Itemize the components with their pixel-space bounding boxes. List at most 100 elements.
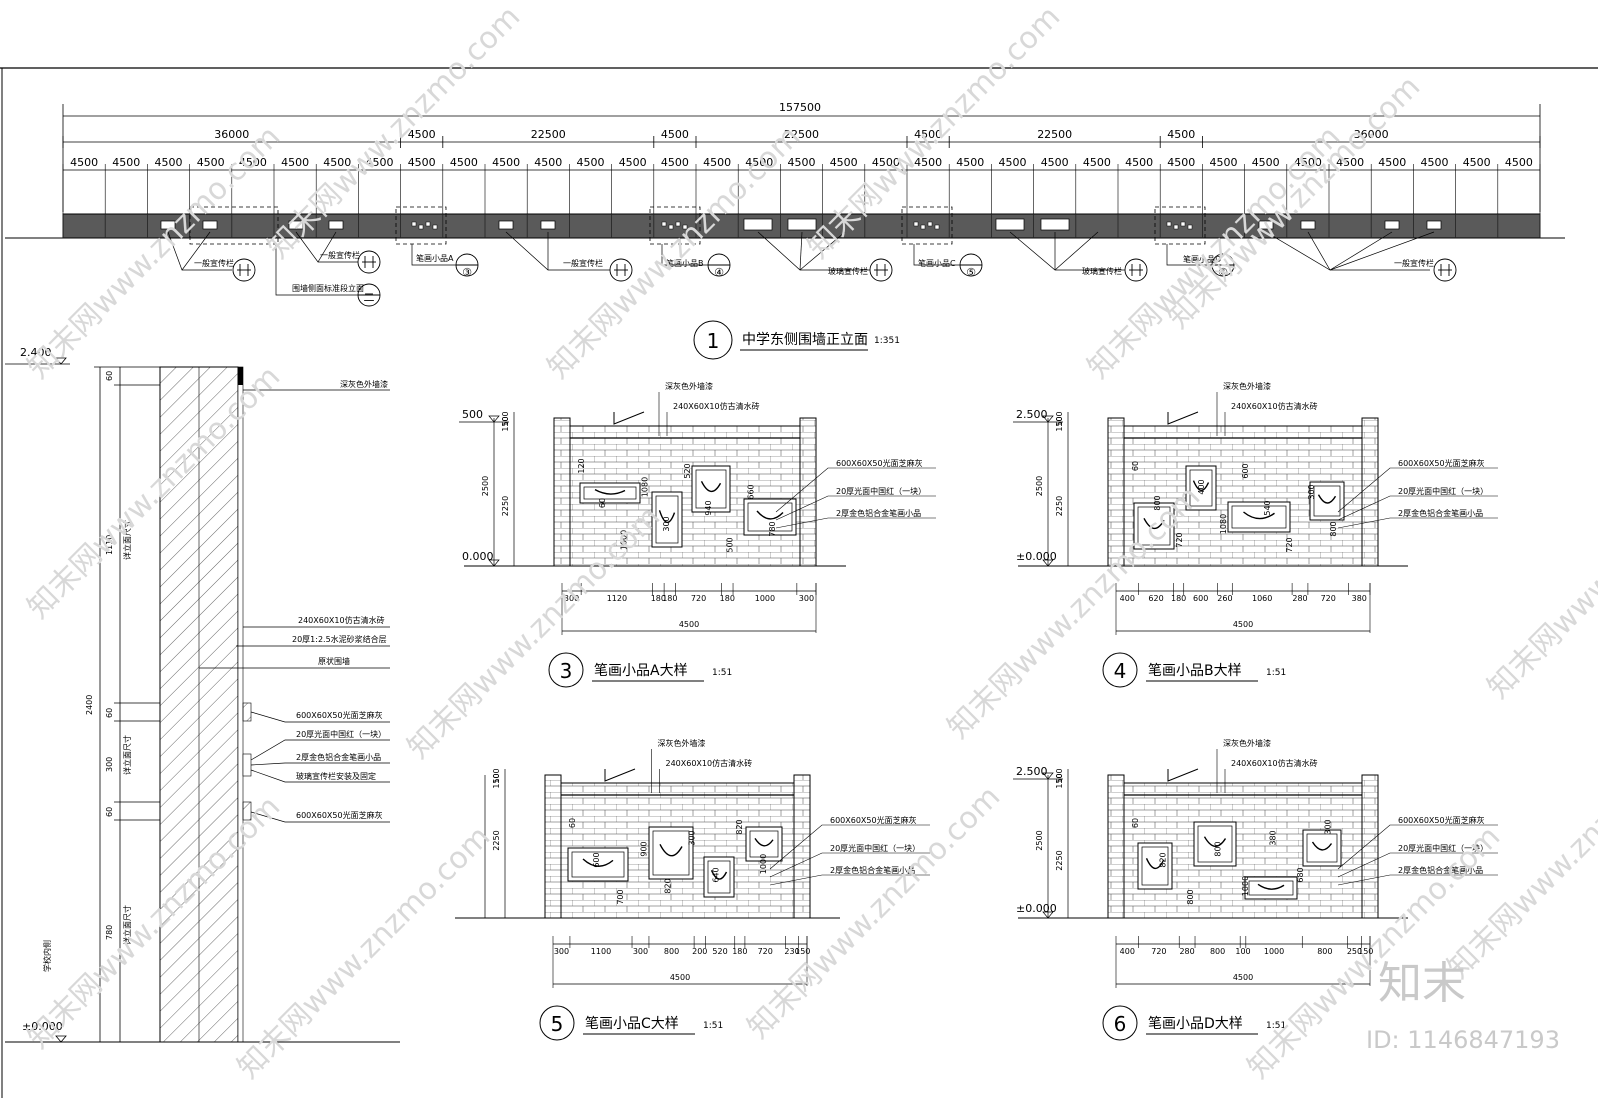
section-leaders: [199, 389, 390, 823]
detail-right-post: [799, 417, 817, 567]
bay-dim-label: 4500: [1378, 156, 1406, 169]
detail-top-level-marker: [488, 415, 500, 423]
detail-vertical-dim: 150: [501, 416, 510, 431]
detail-bottom-dim: 180: [720, 594, 735, 603]
detail-bottom-level: 0.000: [462, 550, 494, 563]
detail-bottom-dim: 230: [784, 947, 799, 956]
bubble-b-number: ④: [714, 266, 724, 279]
detail-panel-dim: 600: [1241, 463, 1250, 478]
watermark-text: 知末网www.znzmo.com: [401, 499, 667, 765]
detail-panel-dim: 820: [664, 878, 673, 893]
bay-dim-label: 4500: [1125, 156, 1153, 169]
detail-panel-inner: [747, 502, 793, 532]
section-bottom-level: ±0.000: [22, 1020, 63, 1033]
board-panel: [160, 220, 176, 230]
sketch-mini-panel: [432, 224, 438, 230]
standard-segment-box: [189, 206, 279, 245]
bay-dim-label: 4500: [197, 156, 225, 169]
section-note-4: 600X60X50光面芝麻灰: [296, 710, 383, 720]
board-panel: [202, 220, 218, 230]
detail-stroke-sculpture: [1257, 883, 1285, 890]
detail-B: 100150250022502.500±0.000608007204001080…: [1013, 381, 1498, 688]
detail-note: 20厚光面中国红（一块）: [1398, 486, 1488, 496]
segment-dim-label: 36000: [1354, 128, 1389, 141]
section-top-level: 2.400: [20, 346, 52, 359]
section-red-plate: [242, 753, 252, 777]
segment-dim-label: 4500: [1167, 128, 1195, 141]
section-note-3: 原状围墙: [318, 656, 350, 666]
detail-vertical-dim: 2500: [1035, 830, 1044, 850]
detail-panel-inner: [695, 469, 727, 509]
detail-red-panel: [703, 856, 735, 898]
detail-bottom-level: ±0.000: [1016, 902, 1057, 915]
segment-dim-label: 22500: [784, 128, 819, 141]
detail-panel-dim: 680: [1296, 867, 1305, 882]
detail-panel-dim: 800: [1329, 521, 1338, 536]
sketch-mini-panel: [934, 224, 940, 230]
detail-note-leader: [1337, 495, 1498, 521]
detail-panel-dim: 1000: [759, 854, 768, 874]
detail-stroke-sculpture: [1192, 480, 1210, 491]
detail-vertical-dim: 2250: [492, 830, 501, 850]
detail-stroke-sculpture: [1311, 841, 1333, 851]
callout-glass-board-1: 玻璃宣传栏: [828, 266, 868, 276]
detail-red-panel: [1193, 821, 1237, 867]
bay-dim-label: 4500: [703, 156, 731, 169]
detail-bottom-dim: 400: [1120, 947, 1135, 956]
bay-dim-label: 4500: [492, 156, 520, 169]
detail-red-panel: [567, 847, 629, 882]
detail-panel-dim: 300: [662, 516, 671, 531]
detail-panel-dim: 700: [616, 889, 625, 904]
detail-bottom-dim: 720: [691, 594, 706, 603]
detail-panel-dim: 820: [1159, 852, 1168, 867]
detail-bottom-dim: 600: [1193, 594, 1208, 603]
detail-note-leader: [769, 824, 930, 870]
section-note-1: 240X60X10仿古清水砖: [298, 615, 385, 625]
bay-dim-label: 4500: [70, 156, 98, 169]
elevation-leaders: [167, 231, 1435, 296]
detail-stroke-sculpture: [658, 510, 676, 524]
detail-panel-dim: 120: [577, 458, 586, 473]
detail-vertical-dim: 100: [492, 768, 501, 783]
sketch-mini-panel: [1180, 221, 1186, 227]
detail-panel-inner: [1189, 469, 1213, 507]
detail-section-cut: [604, 768, 636, 782]
sketch-mini-panel: [927, 221, 933, 227]
section-top-cap: [238, 367, 243, 385]
detail-red-panel: [651, 491, 683, 548]
detail-scale: 1:51: [703, 1021, 723, 1031]
detail-section-cut: [1167, 768, 1199, 782]
detail-panel-inner: [707, 860, 731, 894]
watermark-text: 知末网www.znzmo.com: [941, 479, 1207, 745]
sketch-d-box: [1154, 206, 1206, 245]
detail-bottom-level-marker: [1042, 559, 1054, 567]
detail-D: 100150250022502.500±0.000608208008001000…: [1013, 738, 1498, 1041]
section-dim-1110: 1110: [105, 535, 114, 555]
detail-top-level: 500: [462, 408, 483, 421]
board-panel: [1300, 220, 1316, 230]
bubble-c-number: ⑤: [966, 266, 976, 279]
detail-panel-dim: 900: [640, 841, 649, 856]
detail-stroke-sculpture: [710, 870, 728, 880]
detail-stroke-sculpture: [1317, 494, 1337, 504]
detail-panel-dim: 820: [735, 819, 744, 834]
section-stone-lower: [242, 801, 252, 821]
detail-red-panel: [1185, 465, 1217, 511]
detail-stroke-sculpture: [1145, 858, 1165, 870]
section-note-6: 2厚金色铝合金笔画小品: [296, 752, 381, 762]
detail-scale: 1:51: [1266, 668, 1286, 678]
detail-red-panel: [1227, 501, 1291, 533]
sketch-mini-panel: [675, 221, 681, 227]
detail-bottom-level-marker: [488, 559, 500, 567]
detail-note: 2厚金色铝合金笔画小品: [830, 865, 915, 875]
detail-total-dim: 4500: [670, 973, 690, 982]
bay-dim-label: 4500: [1505, 156, 1533, 169]
detail-panel-dim: 540: [1263, 500, 1272, 515]
detail-drawings: 100150250022505000.000120601000108030052…: [455, 381, 1498, 1041]
detail-note: 20厚光面中国红（一块）: [830, 843, 920, 853]
detail-left-post: [1107, 774, 1125, 919]
board-panel: [288, 220, 304, 230]
detail-bottom-dim: 250: [1347, 947, 1362, 956]
bubble-d-number: ⑥: [1218, 266, 1228, 279]
